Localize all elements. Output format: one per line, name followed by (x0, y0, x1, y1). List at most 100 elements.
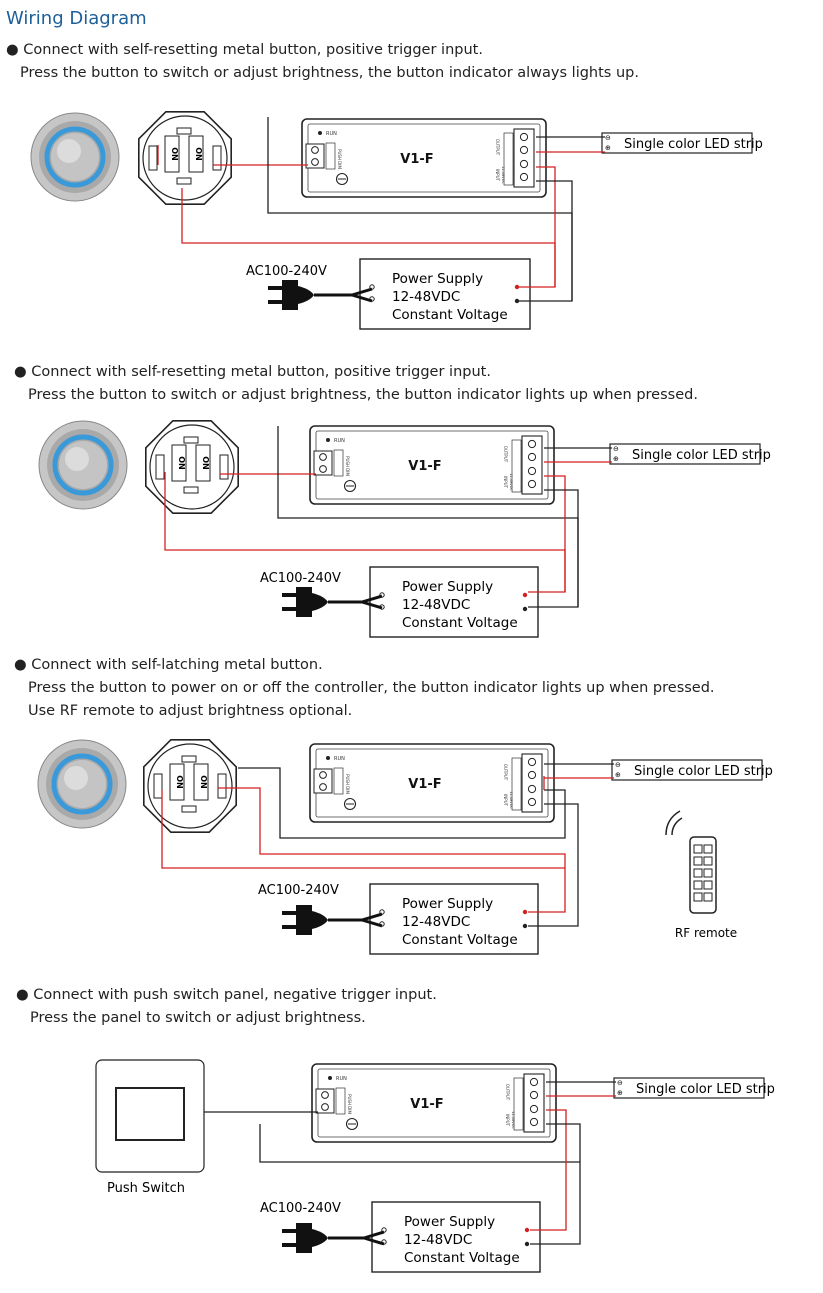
plug-prong (268, 300, 283, 304)
psu-label-2: 12-48VDC (392, 289, 460, 305)
section-1-line-2: Press the button to switch or adjust bri… (20, 65, 639, 81)
button-highlight (64, 766, 88, 790)
terminal-screw (527, 757, 537, 767)
wire-input-minus (544, 489, 579, 607)
button-back-terminals: ON ON (145, 420, 239, 514)
wire-button-to-psu (218, 787, 566, 913)
terminal-screw (319, 783, 327, 791)
button-indicator-ring (51, 753, 113, 815)
input-voltage-label: 12-48VDC (511, 1111, 515, 1129)
button-side-contact (217, 773, 227, 799)
remote-key (703, 856, 713, 866)
remote-key (693, 868, 703, 878)
plug-prong (282, 925, 297, 929)
psu-label-3: Constant Voltage (404, 1250, 520, 1266)
terminal-screw (311, 158, 319, 166)
psu-dc-plus-terminal (524, 1227, 530, 1233)
button-indicator-ring (44, 126, 106, 188)
psu-dc-minus-terminal (522, 923, 528, 929)
output-label: OUTPUT (505, 1084, 510, 1101)
push-terminal (313, 768, 333, 794)
button-back-ring (142, 115, 228, 201)
section-3-line-3: Use RF remote to adjust brightness optio… (28, 703, 353, 719)
push-polarity-box (335, 1087, 346, 1115)
terminal-screw (529, 1090, 539, 1100)
polarity-box (511, 757, 522, 811)
strip-plus-mark: ⊕ (615, 771, 621, 779)
remote-key (693, 880, 703, 890)
led-strip-label: Single color LED strip (624, 137, 763, 152)
psu-label-1: Power Supply (402, 896, 493, 912)
button-back-ring (147, 743, 233, 829)
plug-prong (282, 1229, 297, 1233)
controller-name: V1-F (408, 777, 441, 792)
controller-housing (309, 743, 555, 823)
input-voltage-label: 12-48VDC (509, 791, 513, 809)
plug-body (296, 587, 312, 617)
terminal-screw (519, 159, 529, 169)
controller-housing (301, 118, 547, 198)
button-contact (195, 444, 211, 482)
led-minus-contact (183, 436, 199, 444)
section-1-description: ● Connect with self-resetting metal butt… (6, 39, 639, 85)
plug-tail (312, 911, 328, 929)
controller-housing (309, 425, 555, 505)
section-2-description: ● Connect with self-resetting metal butt… (14, 361, 698, 407)
plug-prong (282, 1243, 297, 1247)
psu-label-2: 12-48VDC (402, 914, 470, 930)
rf-remote: RF remote (665, 810, 737, 940)
push-switch-label: Push Switch (107, 1181, 185, 1196)
psu-label-2: 12-48VDC (404, 1232, 472, 1248)
ac-cable (328, 1230, 385, 1246)
led-plus-contact (183, 486, 199, 494)
section-1-line-1: ● Connect with self-resetting metal butt… (6, 42, 483, 58)
plug-prong (282, 607, 297, 611)
plug-prong (268, 286, 283, 290)
led-strip-label: Single color LED strip (636, 1082, 775, 1097)
on-label: ON (177, 456, 186, 470)
psu-dc-plus-terminal (514, 284, 520, 290)
push-dim-label: PUSH DIM (347, 1094, 352, 1114)
output-input-terminal (513, 128, 535, 188)
section-3-line-1: ● Connect with self-latching metal butto… (14, 657, 323, 673)
push-dim-label: PUSH DIM (337, 149, 342, 169)
strip-minus-mark: ⊖ (605, 134, 611, 142)
button-highlight (57, 139, 81, 163)
push-terminal (305, 143, 325, 169)
plug-prong (282, 911, 297, 915)
run-led (328, 1076, 332, 1080)
terminal-screw (527, 466, 537, 476)
remote-key (703, 868, 713, 878)
run-label: RUN (326, 131, 337, 137)
ac-cable (328, 912, 383, 928)
remote-key (703, 880, 713, 890)
psu-label-3: Constant Voltage (402, 615, 518, 631)
wire-input-minus (536, 180, 573, 301)
wire-input-minus (528, 803, 579, 927)
power-supply-box (359, 258, 531, 330)
input-voltage-label: 12-48VDC (501, 166, 505, 184)
run-label: RUN (334, 438, 345, 444)
ac-plug (282, 587, 328, 617)
terminal-screw (321, 1103, 329, 1111)
strip-plus-mark: ⊕ (613, 455, 619, 463)
run-led (326, 756, 330, 760)
ac-input-label: AC100-240V (260, 1201, 341, 1216)
button-side-contact (155, 454, 165, 480)
wire-input-plus (536, 166, 556, 287)
psu-label-3: Constant Voltage (392, 307, 508, 323)
wire-input-plus (530, 1109, 567, 1231)
on-label: ON (201, 456, 210, 470)
button-highlight (65, 447, 89, 471)
run-led (326, 438, 330, 442)
strip-minus-mark: ⊖ (617, 1079, 623, 1087)
controller-housing (311, 1063, 557, 1143)
controller-name: V1-F (410, 1097, 443, 1112)
plug-prong (282, 593, 297, 597)
on-label: ON (170, 147, 179, 161)
